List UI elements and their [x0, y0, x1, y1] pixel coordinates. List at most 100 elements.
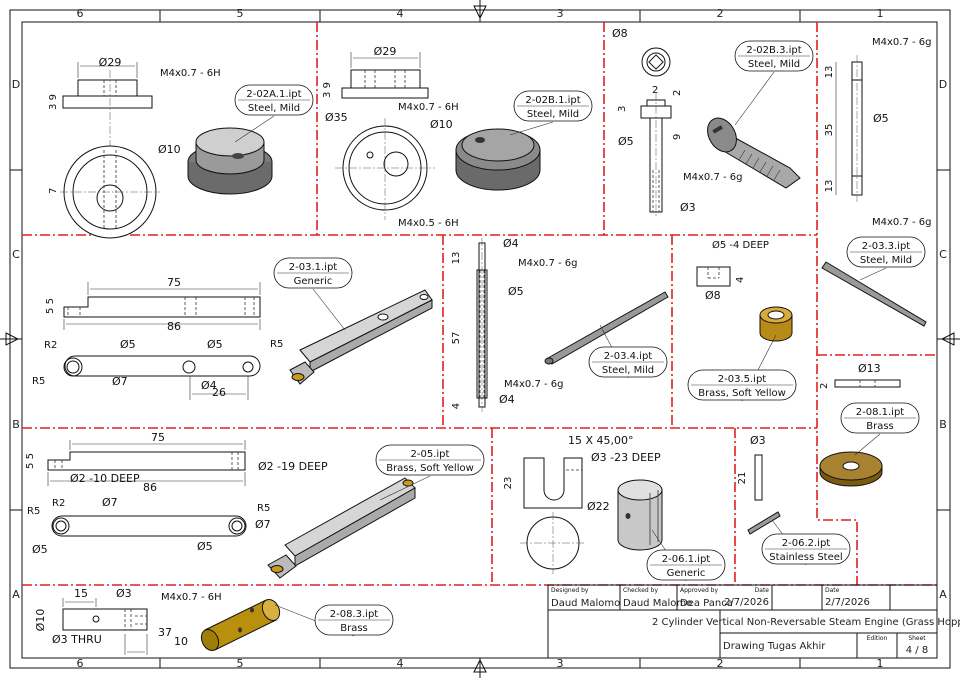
view-2-08.3	[62, 598, 281, 655]
dimension: Ø4	[201, 379, 217, 392]
part-file-name: 2-03.5.ipt	[718, 374, 767, 385]
leader-line	[312, 288, 346, 331]
dimension: 75	[167, 276, 181, 289]
iso-2-05	[267, 477, 416, 579]
dimension: 26	[212, 386, 226, 399]
dimension: 5 5	[45, 298, 56, 314]
view-2-02A.1	[60, 62, 273, 239]
part-material: Stainless Steel	[769, 552, 842, 563]
iso-2-02B.1	[455, 128, 541, 191]
dimension: 86	[143, 481, 157, 494]
dimension: Ø3	[116, 587, 132, 600]
edition-label: Edition	[867, 635, 888, 642]
zone-column-label: 5	[237, 7, 244, 20]
part-material: Brass, Soft Yellow	[386, 463, 474, 474]
part-material: Generic	[667, 568, 706, 579]
part-material: Steel, Mild	[860, 255, 912, 266]
dimension: Ø4	[503, 237, 519, 250]
leader-line	[234, 115, 275, 143]
dimension: 3	[617, 106, 628, 112]
dimension: Ø5	[207, 338, 223, 351]
part-material: Steel, Mild	[527, 109, 579, 120]
dimension: Ø22	[587, 500, 610, 513]
zone-row-label: D	[12, 78, 20, 91]
dimension: 10	[174, 635, 188, 648]
zone-row-label: B	[939, 418, 947, 431]
part-file-name: 2-02A.1.ipt	[246, 89, 301, 100]
zone-column-label: 4	[397, 657, 404, 670]
sheet-number: 4 / 8	[906, 645, 928, 656]
zone-row-label: D	[939, 78, 947, 91]
part-material: Steel, Mild	[248, 103, 300, 114]
hole-note: Ø2 -19 DEEP	[258, 460, 328, 473]
dimension: Ø35	[325, 111, 348, 124]
thread-note: M4x0.7 - 6g	[683, 172, 743, 183]
view-2-08.1	[819, 379, 901, 487]
zone-column-label: 6	[77, 7, 84, 20]
date-label: Date	[755, 587, 770, 594]
zone-column-label: 5	[237, 657, 244, 670]
approved-by-label: Approved by	[680, 587, 718, 594]
dimension: R2	[44, 340, 57, 351]
hole-note: Ø5 -4 DEEP	[712, 239, 769, 251]
zone-column-label: 4	[397, 7, 404, 20]
view-2-03.5	[696, 266, 793, 342]
dimension: R5	[27, 506, 40, 517]
part-file-name: 2-06.1.ipt	[662, 554, 711, 565]
zone-column-label: 3	[557, 657, 564, 670]
iso-2-03.5	[759, 306, 793, 342]
dimension: Ø5	[120, 338, 136, 351]
zone-column-label: 2	[717, 7, 724, 20]
view-2-03.1	[63, 282, 433, 400]
chamfer-note: 15 X 45,00°	[568, 434, 634, 447]
iso-2-08.1	[819, 451, 883, 487]
part-material: Brass	[340, 623, 368, 634]
dimension: 35	[824, 124, 835, 137]
part-material: Generic	[294, 276, 333, 287]
part-file-name: 2-05.ipt	[411, 449, 450, 460]
part-file-name: 2-06.2.ipt	[782, 538, 831, 549]
thread-note: M4x0.5 - 6H	[398, 218, 459, 229]
dimension: 3 9	[48, 94, 59, 110]
leader-line	[509, 121, 554, 136]
thread-note: M4x0.7 - 6g	[872, 37, 932, 48]
checked-by-label: Checked by	[623, 587, 658, 594]
part-file-name: 2-03.4.ipt	[604, 351, 653, 362]
dimension: 75	[151, 431, 165, 444]
zone-row-label: B	[12, 418, 20, 431]
part-file-name: 2-08.3.ipt	[330, 609, 379, 620]
dimension: Ø5	[618, 135, 634, 148]
checked-by: Daud Malomo	[623, 598, 692, 609]
dimension: Ø8	[705, 289, 721, 302]
zone-row-label: A	[12, 588, 20, 601]
thread-note: M4x0.7 - 6H	[161, 592, 222, 603]
designed-by-label: Designed by	[551, 587, 589, 594]
zone-row-label: A	[939, 588, 947, 601]
view-2-03.3	[821, 55, 927, 327]
dimension: 4	[735, 277, 746, 283]
hole-note: Ø3 THRU	[52, 633, 102, 646]
dimension: Ø7	[255, 518, 271, 531]
view-2-02B.1	[335, 52, 541, 220]
iso-2-03.3	[821, 261, 927, 327]
dimension: R5	[270, 339, 283, 350]
iso-2-02A.1	[187, 127, 273, 195]
part-file-name: 2-03.1.ipt	[289, 262, 338, 273]
sheet-label: Sheet	[908, 635, 926, 642]
zone-column-label: 6	[77, 657, 84, 670]
dimension: 2	[652, 85, 658, 96]
date-label: Date	[825, 587, 840, 594]
dimension: 9	[672, 134, 683, 140]
part-material: Steel, Mild	[602, 365, 654, 376]
part-material: Brass, Soft Yellow	[698, 388, 786, 399]
